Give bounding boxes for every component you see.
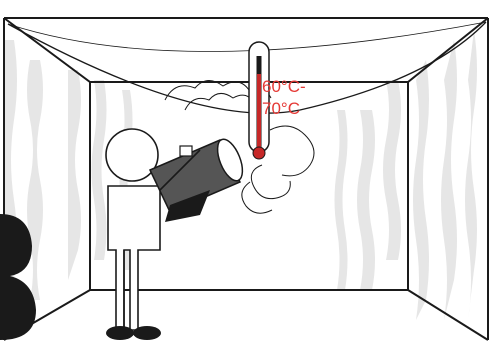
temperature-reading-line-1: 60°C- [262,77,306,97]
ceiling-sheet-edge [8,22,486,52]
temperature-reading-line-2: 70°C [262,99,300,119]
spray-gun-icon [150,136,248,222]
person-icon [106,129,160,330]
